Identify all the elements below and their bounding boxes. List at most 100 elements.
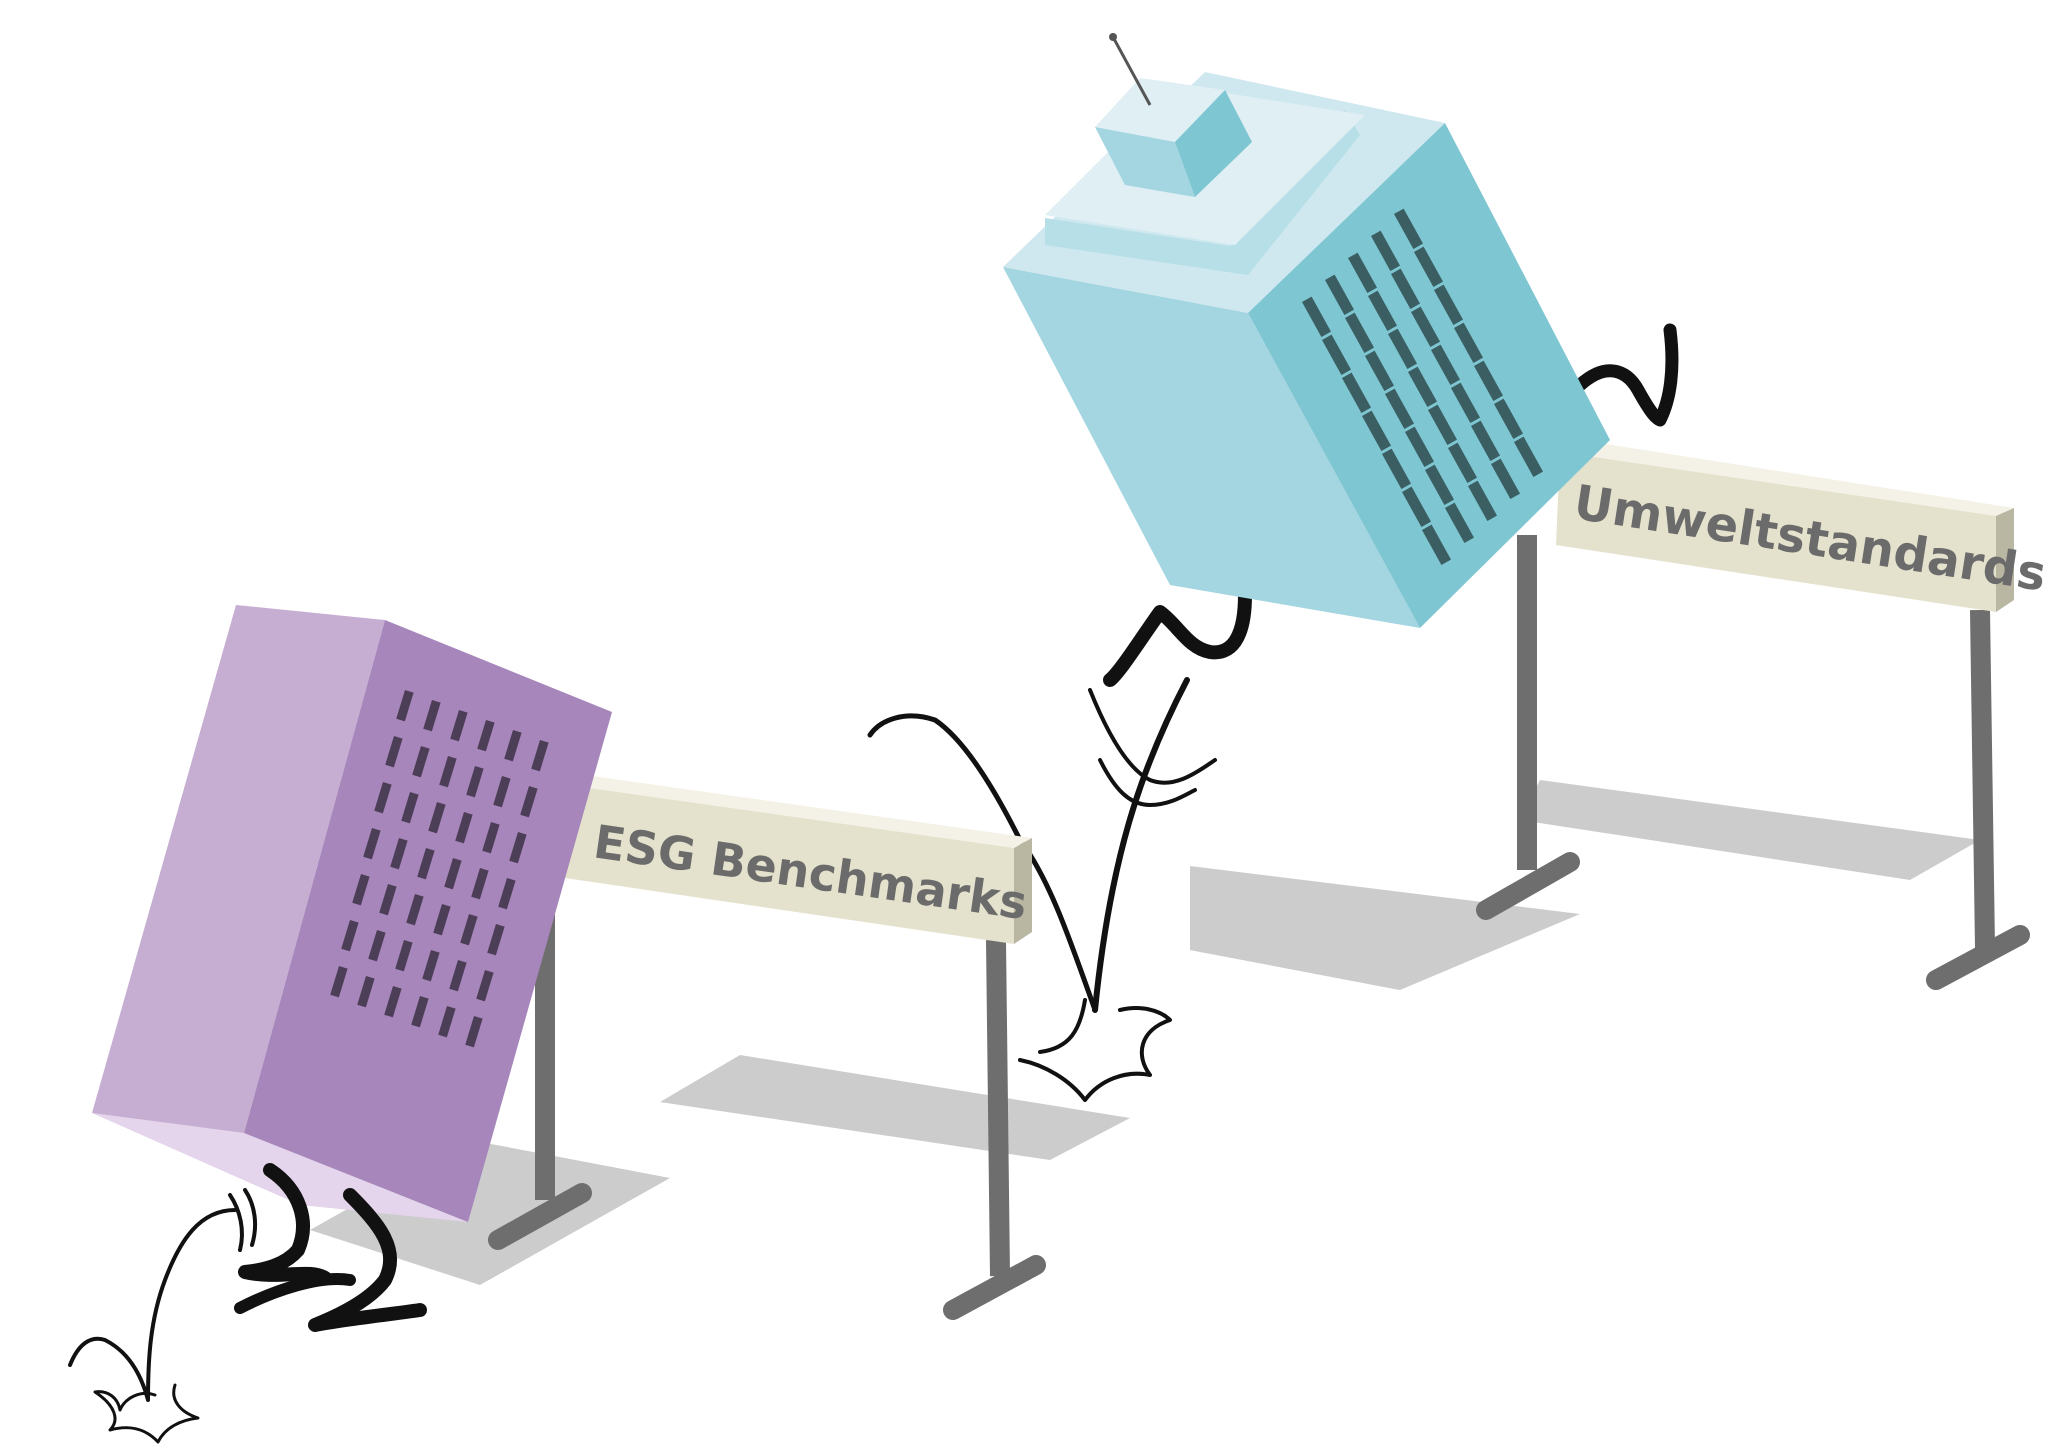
front-hurdle-shadow <box>660 1055 1130 1160</box>
purple-building-window <box>498 878 516 910</box>
hurdle-umweltstandards: Umweltstandards <box>1476 440 2048 990</box>
blue-building-window <box>1322 334 1352 375</box>
back-hurdle-left-foot <box>1476 852 1580 920</box>
blue-building-window <box>1448 442 1478 483</box>
purple-building-window <box>341 920 359 952</box>
purple-building-window <box>428 801 446 834</box>
front-hurdle-rail-top <box>575 776 1032 848</box>
purple-building-window <box>374 782 392 814</box>
purple-building-window <box>423 700 441 732</box>
purple-building-window <box>401 792 419 824</box>
blue-building-window <box>1425 464 1455 505</box>
blue-building-right-leg <box>1573 323 1679 427</box>
purple-building-window <box>368 930 386 962</box>
purple-building-window <box>465 1015 483 1048</box>
purple-building-window <box>450 710 468 742</box>
blue-building-window <box>1422 524 1452 565</box>
purple-building-window <box>466 765 484 798</box>
blue-building-window <box>1434 284 1464 325</box>
blue-building-roof-box-side <box>1175 90 1252 197</box>
blue-building-window <box>1371 230 1401 271</box>
purple-building-window <box>438 1006 456 1038</box>
purple-building-window <box>520 786 538 818</box>
blue-building-window <box>1471 420 1501 461</box>
blue-building-window <box>1408 366 1438 407</box>
blue-building-window <box>1450 382 1481 423</box>
front-hurdle-rail <box>565 786 1014 944</box>
purple-building-window <box>471 868 489 900</box>
purple-building-window <box>379 884 397 916</box>
purple-building-window <box>422 950 440 982</box>
ground-shadows <box>310 780 1980 1285</box>
blue-building-window <box>1324 274 1355 315</box>
blue-building <box>1003 33 1610 628</box>
purple-building-shadow <box>310 1140 670 1285</box>
purple-building-window <box>352 874 370 906</box>
purple-building-window <box>455 811 473 844</box>
blue-building-motion-line-2 <box>1098 758 1197 807</box>
purple-building-window <box>396 690 414 722</box>
purple-building-window <box>411 996 429 1028</box>
purple-building-window <box>330 965 348 998</box>
purple-building-window <box>477 720 495 752</box>
purple-building-window <box>439 756 457 788</box>
blue-building-window <box>1348 252 1378 293</box>
blue-building-front-face <box>1003 267 1420 628</box>
blue-building-window <box>1454 322 1484 363</box>
purple-building-window <box>460 914 478 946</box>
blue-building-window <box>1513 436 1544 477</box>
blue-building-thin-leg <box>867 713 1098 1013</box>
blue-building-window <box>1362 410 1392 451</box>
purple-building-window <box>531 740 549 772</box>
blue-building-lower-leg <box>1092 677 1190 1013</box>
blue-building-window <box>1490 458 1521 499</box>
purple-building-window <box>385 736 403 768</box>
purple-building-side-face <box>244 620 612 1222</box>
blue-building-window <box>1468 480 1498 521</box>
purple-building-window <box>509 832 527 864</box>
blue-building-roof-step <box>1045 110 1360 275</box>
purple-building-motion-line-1 <box>228 1193 244 1252</box>
purple-building-window <box>476 970 494 1002</box>
blue-building-window <box>1402 486 1432 527</box>
back-hurdle-rail-top <box>1560 440 2014 516</box>
back-hurdle-far-shadow <box>1520 780 1980 880</box>
purple-building-window <box>384 986 402 1018</box>
blue-building-window <box>1473 360 1504 401</box>
purple-building-window <box>363 828 381 860</box>
purple-building-right-leg <box>308 1188 427 1332</box>
blue-building-side-face <box>1248 123 1610 628</box>
blue-building-windows <box>1302 208 1544 565</box>
back-hurdle-right-foot <box>1926 925 2030 990</box>
blue-building-window <box>1445 502 1475 543</box>
back-hurdle-right-post <box>1970 609 1995 949</box>
purple-building-window <box>395 940 413 972</box>
purple-building-front-face <box>92 605 385 1133</box>
purple-building-window <box>357 976 375 1008</box>
purple-building-bottom-face <box>92 1113 468 1222</box>
blue-building-legs <box>867 323 1679 1102</box>
purple-building-window <box>504 729 522 762</box>
purple-building-window <box>482 822 500 854</box>
blue-building-window <box>1394 208 1424 249</box>
purple-building-left-leg <box>238 1163 332 1285</box>
blue-building-window <box>1414 246 1444 287</box>
back-hurdle-rail <box>1556 452 1996 612</box>
front-hurdle-left-foot <box>488 1183 592 1250</box>
blue-building-motion-line-1 <box>1088 688 1217 785</box>
purple-building-legs <box>68 1163 427 1444</box>
blue-building-window <box>1368 290 1398 331</box>
front-hurdle-rail-end <box>1014 838 1032 944</box>
blue-building-window <box>1345 312 1375 353</box>
purple-building-window <box>449 960 467 992</box>
impact-burst-center <box>1018 998 1172 1102</box>
front-hurdle-right-foot <box>943 1255 1046 1320</box>
blue-building-antenna <box>1111 36 1152 106</box>
impact-burst-left <box>93 1383 200 1444</box>
blue-building-window <box>1364 350 1395 391</box>
blue-building-roof-box-front <box>1095 127 1195 197</box>
blue-building-window <box>1302 296 1332 337</box>
blue-building-window <box>1342 372 1372 413</box>
blue-building-window <box>1385 388 1415 429</box>
purple-building-window <box>444 858 462 890</box>
